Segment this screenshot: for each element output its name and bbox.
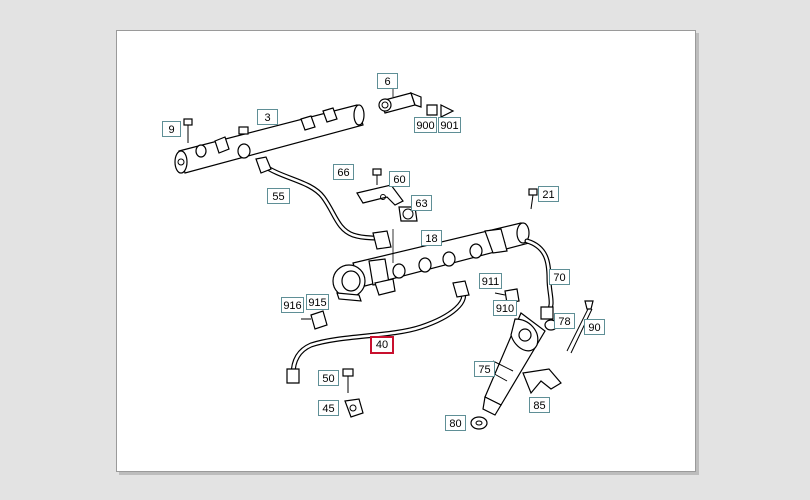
callout-63[interactable]: 63 — [411, 195, 432, 211]
connectors-910-911 — [494, 288, 520, 304]
connectors-915-916 — [301, 310, 328, 330]
lower-fuel-rail — [332, 222, 530, 302]
callout-911[interactable]: 911 — [479, 273, 502, 289]
upper-fuel-rail — [174, 104, 365, 174]
callout-21[interactable]: 21 — [538, 186, 559, 202]
pipe-40 — [286, 280, 470, 384]
bracket-60 — [356, 168, 538, 222]
callout-910[interactable]: 910 — [493, 300, 517, 316]
bolt-50-clamp-45 — [342, 368, 364, 418]
callout-70[interactable]: 70 — [549, 269, 570, 285]
callout-40[interactable]: 40 — [370, 336, 394, 354]
callout-75[interactable]: 75 — [474, 361, 495, 377]
callout-80[interactable]: 80 — [445, 415, 466, 431]
callout-915[interactable]: 915 — [306, 294, 329, 310]
callout-66[interactable]: 66 — [333, 164, 354, 180]
callout-9[interactable]: 9 — [162, 121, 181, 137]
callout-18[interactable]: 18 — [421, 230, 442, 246]
callout-916[interactable]: 916 — [281, 297, 304, 313]
pipe-55 — [255, 156, 392, 250]
parts-diagram-sheet: 6 3 9 900 901 66 60 55 63 21 18 70 911 9… — [116, 30, 696, 472]
callout-6[interactable]: 6 — [377, 73, 398, 89]
callout-78[interactable]: 78 — [554, 313, 575, 329]
callout-900[interactable]: 900 — [414, 117, 437, 133]
callout-3[interactable]: 3 — [257, 109, 278, 125]
callout-55[interactable]: 55 — [267, 188, 290, 204]
callout-50[interactable]: 50 — [318, 370, 339, 386]
callout-901[interactable]: 901 — [438, 117, 461, 133]
callout-85[interactable]: 85 — [529, 397, 550, 413]
callout-60[interactable]: 60 — [389, 171, 410, 187]
fuel-rail-exploded-drawing — [174, 89, 594, 430]
callout-45[interactable]: 45 — [318, 400, 339, 416]
callout-90[interactable]: 90 — [584, 319, 605, 335]
pressure-sensor — [378, 89, 455, 122]
